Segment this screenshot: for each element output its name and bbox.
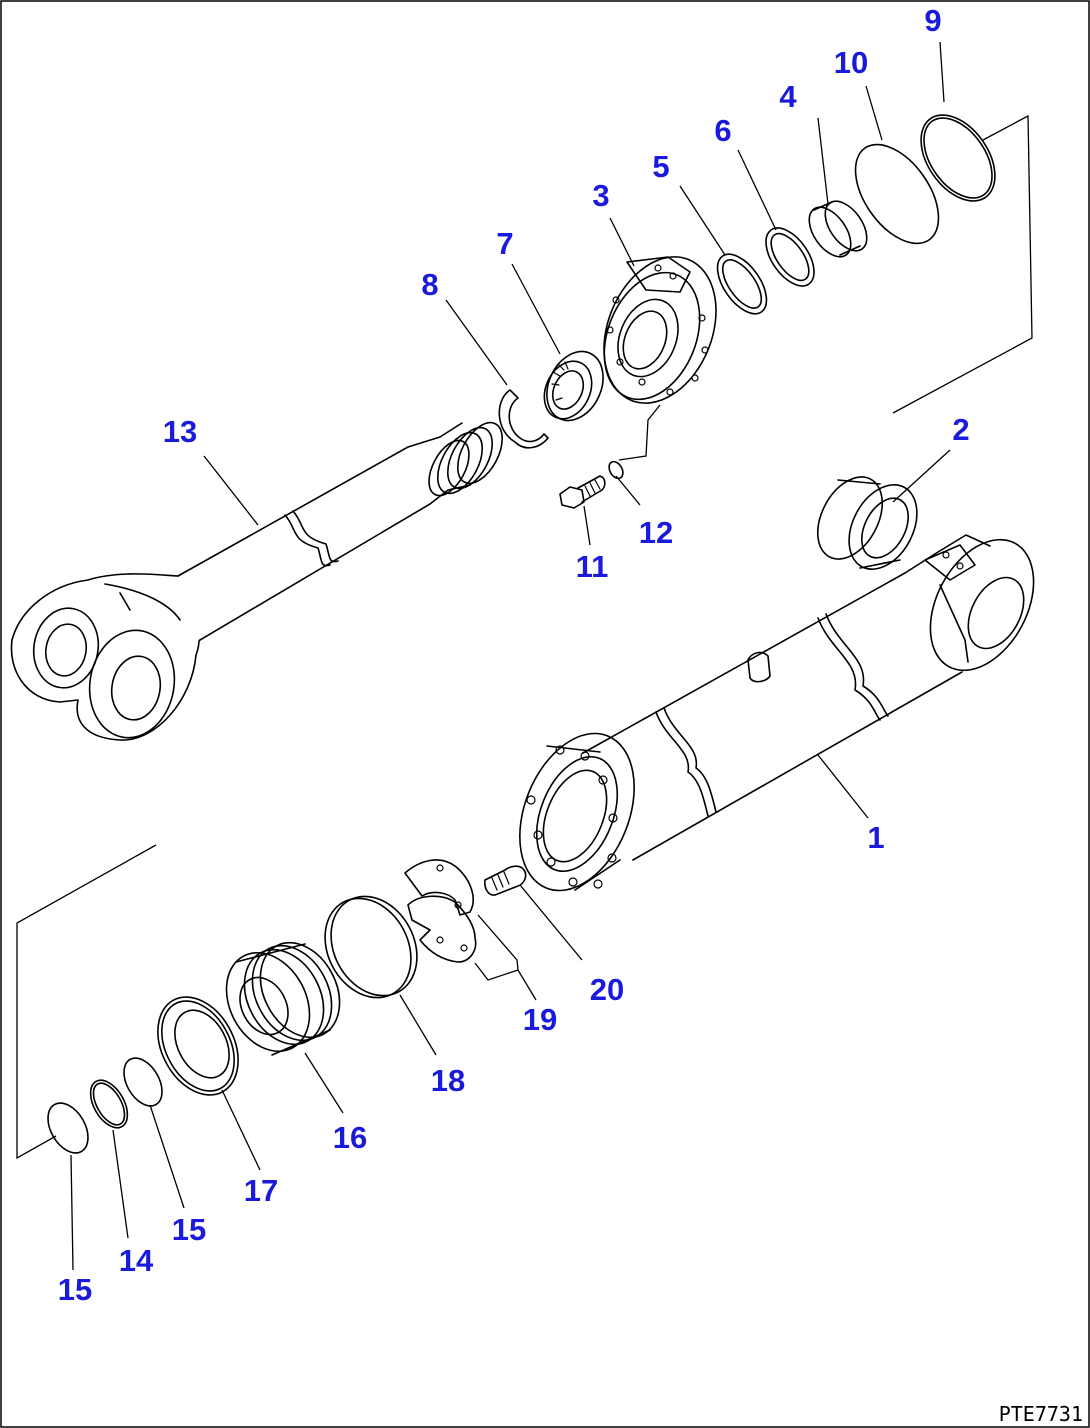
cylinder-tube xyxy=(519,534,1035,892)
callout-9: 9 xyxy=(924,3,941,38)
callout-3: 3 xyxy=(592,178,609,213)
leader-lines xyxy=(70,41,951,1271)
callout-16: 16 xyxy=(333,1120,367,1155)
cylinder-head xyxy=(603,256,717,404)
callout-6: 6 xyxy=(714,113,731,148)
callout-20: 20 xyxy=(590,972,624,1007)
callout-1: 1 xyxy=(867,820,884,855)
callout-15-upper: 15 xyxy=(172,1212,206,1247)
callout-2: 2 xyxy=(952,412,969,447)
callout-11: 11 xyxy=(576,549,609,584)
assembly-line-top xyxy=(892,114,1033,414)
backup-ring-9 xyxy=(920,114,996,202)
bolt-20 xyxy=(484,865,527,896)
seal-5 xyxy=(716,253,768,315)
callout-10: 10 xyxy=(834,45,868,80)
callout-13: 13 xyxy=(163,414,197,449)
callout-8: 8 xyxy=(421,267,438,302)
callout-14: 14 xyxy=(119,1243,154,1278)
collar-19 xyxy=(404,859,477,963)
callout-18: 18 xyxy=(431,1063,465,1098)
callout-7: 7 xyxy=(496,226,513,261)
bushing-4 xyxy=(808,200,868,258)
piston-rod xyxy=(10,421,503,741)
backup-ring-15-b xyxy=(47,1102,89,1154)
callout-19: 19 xyxy=(523,1002,557,1037)
assembly-line-bottom xyxy=(16,844,157,1160)
callout-15-lower: 15 xyxy=(58,1272,92,1307)
bushing-2 xyxy=(816,476,918,570)
o-ring-18 xyxy=(324,895,418,999)
callout-5: 5 xyxy=(652,149,669,184)
bolt-11 xyxy=(559,475,606,509)
callout-12: 12 xyxy=(639,515,673,550)
ring-6 xyxy=(765,227,815,287)
drawing-code: PTE7731 xyxy=(999,1402,1083,1426)
piston-16 xyxy=(225,941,341,1056)
wear-ring-17 xyxy=(157,996,239,1096)
callout-4: 4 xyxy=(779,79,797,114)
o-ring-10 xyxy=(854,143,940,245)
o-ring-14 xyxy=(89,1079,129,1129)
washer-12 xyxy=(608,460,624,480)
callout-labels: 1 2 3 4 5 6 7 8 9 10 11 12 13 14 15 15 1… xyxy=(58,3,970,1307)
callout-17: 17 xyxy=(244,1173,278,1208)
backup-ring-15-a xyxy=(123,1057,163,1107)
snap-ring-8 xyxy=(498,389,549,449)
nut-7 xyxy=(543,350,604,422)
